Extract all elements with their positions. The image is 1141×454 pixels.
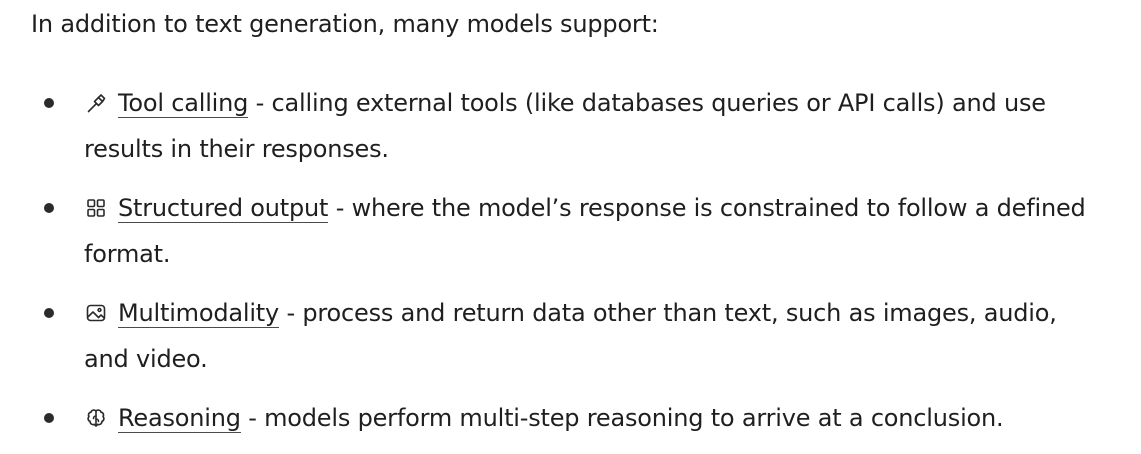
structured-output-description: - where the model’s response is constrai… <box>84 194 1086 268</box>
list-item: Multimodality - process and return data … <box>0 290 1108 382</box>
multimodality-description: - process and return data other than tex… <box>84 299 1057 373</box>
structured-output-link[interactable]: Structured output <box>118 194 329 223</box>
multimodality-link[interactable]: Multimodality <box>118 299 280 328</box>
bullet-icon <box>44 308 54 318</box>
brain-icon <box>84 406 108 430</box>
list-item: Reasoning - models perform multi-step re… <box>0 395 1108 441</box>
reasoning-link[interactable]: Reasoning <box>118 404 241 433</box>
intro-text: In addition to text generation, many mod… <box>31 10 659 38</box>
bullet-icon <box>44 413 54 423</box>
bullet-icon <box>44 98 54 108</box>
reasoning-description: - models perform multi-step reasoning to… <box>240 404 1004 432</box>
list-item: Structured output - where the model’s re… <box>0 185 1108 277</box>
bullet-icon <box>44 203 54 213</box>
tool-calling-link[interactable]: Tool calling <box>118 89 249 118</box>
tool-calling-description: - calling external tools (like databases… <box>84 89 1046 163</box>
grid-icon <box>84 196 108 220</box>
list-item: Tool calling - calling external tools (l… <box>0 80 1108 172</box>
feature-list: Tool calling - calling external tools (l… <box>0 80 1108 454</box>
hammer-icon <box>84 91 108 115</box>
image-icon <box>84 301 108 325</box>
